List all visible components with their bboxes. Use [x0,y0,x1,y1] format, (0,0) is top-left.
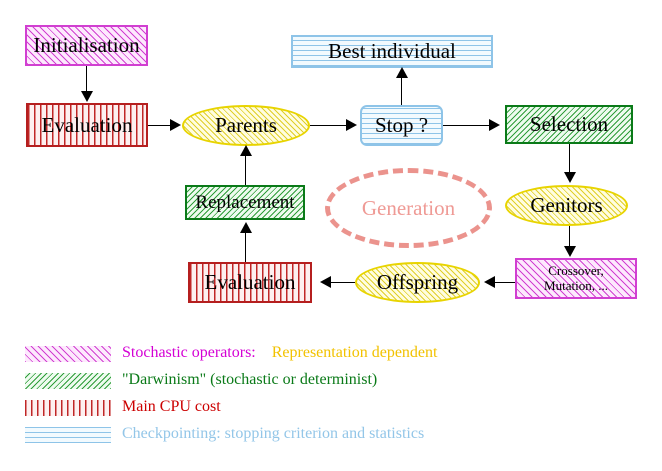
legend-row-stochastic: Stochastic operators: Representation dep… [0,344,662,371]
crossover-line-1: Crossover, [548,262,604,278]
node-genitors[interactable]: Genitors [505,185,628,226]
edge-stop-to-best-arrowhead [396,67,408,78]
legend-label-darwinism: "Darwinism" (stochastic or determinist) [122,371,378,388]
node-selection[interactable]: Selection [505,105,633,144]
legend-label-checkpointing: Checkpointing: stopping criterion and st… [122,425,425,442]
edge-offspring-to-eval-arrowhead [320,276,331,288]
edge-parents-to-stop-arrowhead [346,119,357,131]
legend-swatch-red-vertical-stripes [25,400,111,416]
node-evaluation-top[interactable]: Evaluation [26,103,148,147]
crossover-line-2: Mutation, ... [544,277,608,293]
generation-cycle-ellipse: Generation [325,168,492,248]
edge-stop-to-selection [443,125,491,127]
node-replacement[interactable]: Replacement [185,185,305,220]
legend-label-main-cpu-cost: Main CPU cost [122,398,221,415]
legend-text-stochastic: Stochastic operators: Representation dep… [122,344,437,362]
edge-selection-to-genitors [569,144,571,174]
node-stop[interactable]: Stop ? [360,105,443,146]
edge-crossover-to-offspring [491,282,515,284]
edge-init-to-eval-arrowhead [81,91,93,102]
legend-label-representation-dependent: Representation dependent [271,344,438,361]
legend: Stochastic operators: Representation dep… [0,340,662,443]
legend-label-stochastic-operators: Stochastic operators: [122,344,256,361]
node-parents[interactable]: Parents [182,105,310,146]
legend-row-checkpointing: Checkpointing: stopping criterion and st… [0,425,662,452]
edge-selection-to-genitors-arrowhead [564,172,576,183]
legend-row-darwinism: "Darwinism" (stochastic or determinist) [0,371,662,398]
edge-eval-to-parents [148,125,172,127]
node-crossover-mutation[interactable]: Crossover, Mutation, ... [515,258,637,299]
edge-eval-to-replacement-arrowhead [240,222,252,233]
legend-swatch-blue-horizontal-stripes [25,427,111,443]
node-initialisation[interactable]: Initialisation [25,25,148,66]
edge-init-to-eval [86,66,88,93]
legend-row-cpu: Main CPU cost [0,398,662,425]
edge-stop-to-best [401,77,403,105]
edge-eval-to-parents-arrowhead [170,119,181,131]
edge-crossover-to-offspring-arrowhead [484,276,495,288]
legend-swatch-green-diagonal-hatch [25,373,111,389]
edge-offspring-to-eval [328,282,355,284]
edge-replacement-to-parents [245,155,247,185]
edge-genitors-to-crossover-arrowhead [564,246,576,257]
node-offspring[interactable]: Offspring [355,262,480,303]
edge-replacement-to-parents-arrowhead [240,145,252,156]
edge-eval-to-replacement [245,232,247,262]
node-best-individual[interactable]: Best individual [291,35,493,68]
generation-label: Generation [361,195,456,220]
edge-stop-to-selection-arrowhead [489,119,500,131]
edge-parents-to-stop [310,125,348,127]
node-evaluation-bottom[interactable]: Evaluation [188,262,312,303]
edge-genitors-to-crossover [569,226,571,248]
legend-swatch-magenta-diagonal-hatch [25,346,111,362]
